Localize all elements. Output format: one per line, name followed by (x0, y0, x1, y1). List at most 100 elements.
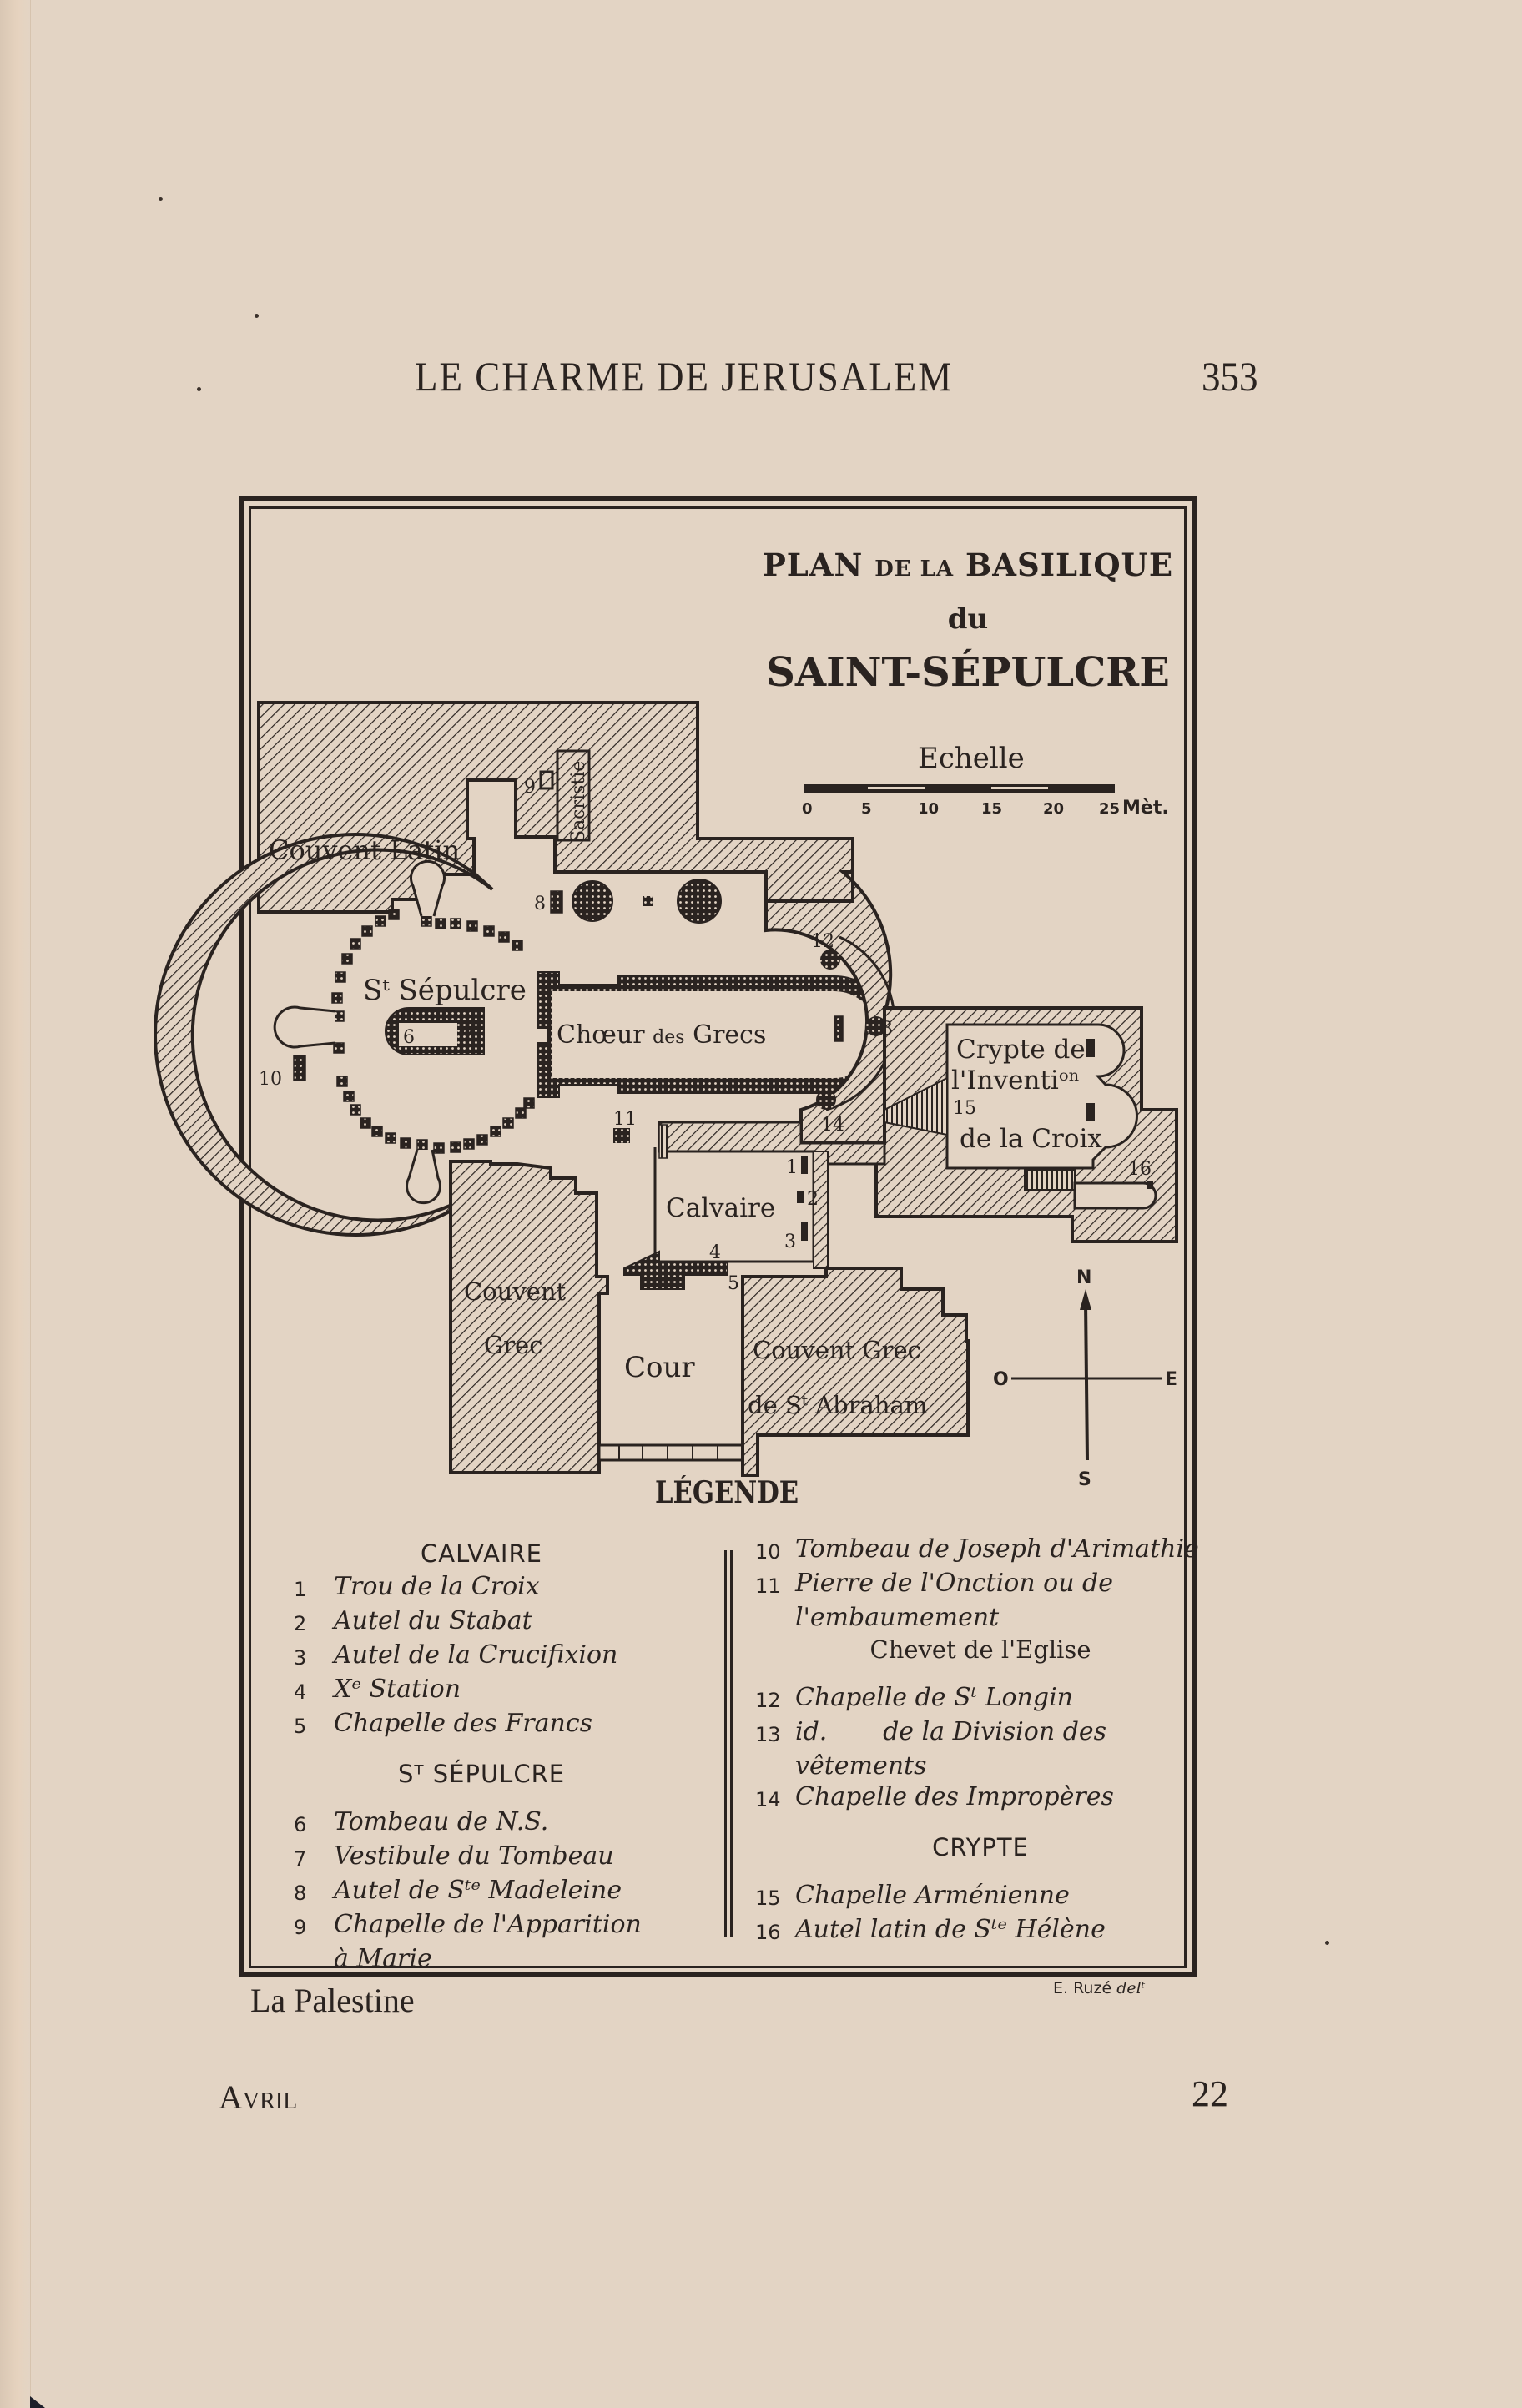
ambulatory-wall (764, 870, 893, 1145)
parvis-arcade (597, 1443, 744, 1462)
legend-item-continuation: à Marie (294, 1943, 669, 1974)
scale-ticks: 0 5 10 15 20 25 Mèt. (802, 798, 1169, 819)
niche-south (406, 1149, 441, 1205)
marker-11: 11 (613, 1109, 637, 1130)
scale-title: Echelle (918, 742, 1025, 775)
legend-number: 3 (294, 1646, 307, 1670)
scale-unit: Mèt. (1122, 798, 1169, 819)
legend-item-continuation: l'embaumement (755, 1602, 1206, 1633)
legend-item: 11 Pierre de l'Onction ou de (755, 1568, 1206, 1602)
chapel-francs (623, 1250, 728, 1290)
paper-speck (255, 314, 259, 318)
marker-3: 3 (784, 1232, 796, 1252)
compass-rose (1011, 1289, 1162, 1461)
label-couvent-grec-2: Grec (484, 1331, 542, 1359)
label-crypte-1: Crypte de (956, 1035, 1086, 1065)
label-st-sepulcre: Sᵗ Sépulcre (363, 974, 527, 1007)
legend-text: Autel de la Crucifixion (334, 1640, 618, 1670)
niche-north (410, 859, 446, 917)
legend-number: 7 (294, 1847, 307, 1871)
choir-altar (834, 1015, 844, 1042)
couvent-latin-block (257, 701, 854, 914)
crypt-altar (1086, 1103, 1095, 1121)
pier (572, 880, 613, 922)
couvent-abraham-block (741, 1267, 970, 1477)
engraver-suffix: delᵗ (1116, 1979, 1146, 1997)
label-couvent-abraham-2: de Sᵗ Abraham (748, 1391, 927, 1419)
tomb-10-marker (293, 1055, 306, 1081)
footer-month: Avril (219, 2078, 298, 2116)
marker-6: 6 (403, 1027, 415, 1048)
legend-number: 11 (755, 1574, 781, 1598)
label-choeur-word: des (653, 1027, 684, 1048)
legend-number (294, 1943, 334, 1974)
legend-text: Autel du Stabat (334, 1606, 532, 1635)
legend-text: vêtements (795, 1751, 927, 1781)
couvent-grec-block (449, 1160, 609, 1474)
legend-text: Autel de Sᵗᵉ Madeleine (334, 1876, 622, 1905)
niche-west (273, 1005, 336, 1049)
compass-east: E (1165, 1369, 1177, 1390)
legend-text: Chapelle des Impropères (795, 1782, 1114, 1811)
legend-text: Chapelle de l'Apparition (334, 1910, 642, 1939)
legend-text: Pierre de l'Onction ou de (795, 1569, 1114, 1598)
legend-number: 1 (294, 1578, 307, 1601)
legend-text: à Marie (334, 1944, 432, 1973)
marker-1: 1 (786, 1157, 798, 1178)
compass-labels: N S O E (993, 1267, 1177, 1490)
legend-text: id. de la Division des (795, 1717, 1107, 1746)
pier (643, 896, 653, 906)
legend-item: 1 Trou de la Croix (294, 1571, 669, 1605)
legend-number (755, 1751, 795, 1781)
legend-section-st-sepulcre: Sᵀ SÉPULCRE (397, 1760, 566, 1788)
rotunda-columns (331, 909, 535, 1154)
legend-item: 7 Vestibule du Tombeau (294, 1841, 669, 1875)
page-number: 353 (1202, 354, 1258, 400)
compass-south: S (1078, 1469, 1091, 1490)
calvaire-altar-3 (801, 1222, 808, 1241)
plan-title-line-1: PLAN DE LA BASILIQUE (755, 547, 1181, 583)
label-calvaire: Calvaire (666, 1193, 775, 1223)
marker-10: 10 (259, 1069, 282, 1090)
legend-text: Trou de la Croix (334, 1572, 540, 1601)
legend-item: 3 Autel de la Crucifixion (294, 1640, 669, 1674)
madeleine-altar (550, 890, 563, 914)
scale-bar (804, 784, 1115, 793)
calvaire-altar-1 (801, 1156, 808, 1174)
legend-text: Chapelle Arménienne (795, 1881, 1070, 1910)
plan-title-word: BASILIQUE (965, 547, 1174, 583)
scale-tick: 15 (981, 800, 1002, 818)
label-choeur-word: Grecs (693, 1020, 766, 1050)
legend-number: 4 (294, 1680, 307, 1704)
calvaire-altar-2 (797, 1191, 804, 1203)
crypt-lower-stairs (1024, 1169, 1076, 1191)
sacristie-block (556, 749, 591, 842)
marker-7: 7 (461, 1027, 473, 1048)
scale-tick: 0 (802, 800, 813, 818)
marker-9: 9 (524, 777, 536, 798)
legend-section-chevet: Chevet de l'Eglise (869, 1635, 1091, 1664)
legend-section-crypte: CRYPTE (932, 1833, 1029, 1861)
engraver-name: E. Ruzé (1053, 1979, 1112, 1997)
legend-text: Chapelle de Sᵗ Longin (795, 1683, 1074, 1712)
plan-frame-inner (249, 506, 1187, 1968)
marker-8: 8 (534, 894, 546, 914)
scale-tick: 20 (1043, 800, 1064, 818)
plan-markers: 1 2 3 4 5 6 7 8 9 10 11 12 13 14 15 16 (259, 777, 1152, 1294)
label-choeur-word: Chœur (557, 1020, 645, 1050)
paper-speck (1325, 1941, 1329, 1945)
label-sacristie: Sacristie (568, 761, 589, 843)
legend-number: 10 (755, 1540, 781, 1564)
legend-number: 9 (294, 1916, 307, 1939)
legend-text: Vestibule du Tombeau (334, 1841, 614, 1871)
label-couvent-latin: Couvent Latin (269, 834, 460, 866)
